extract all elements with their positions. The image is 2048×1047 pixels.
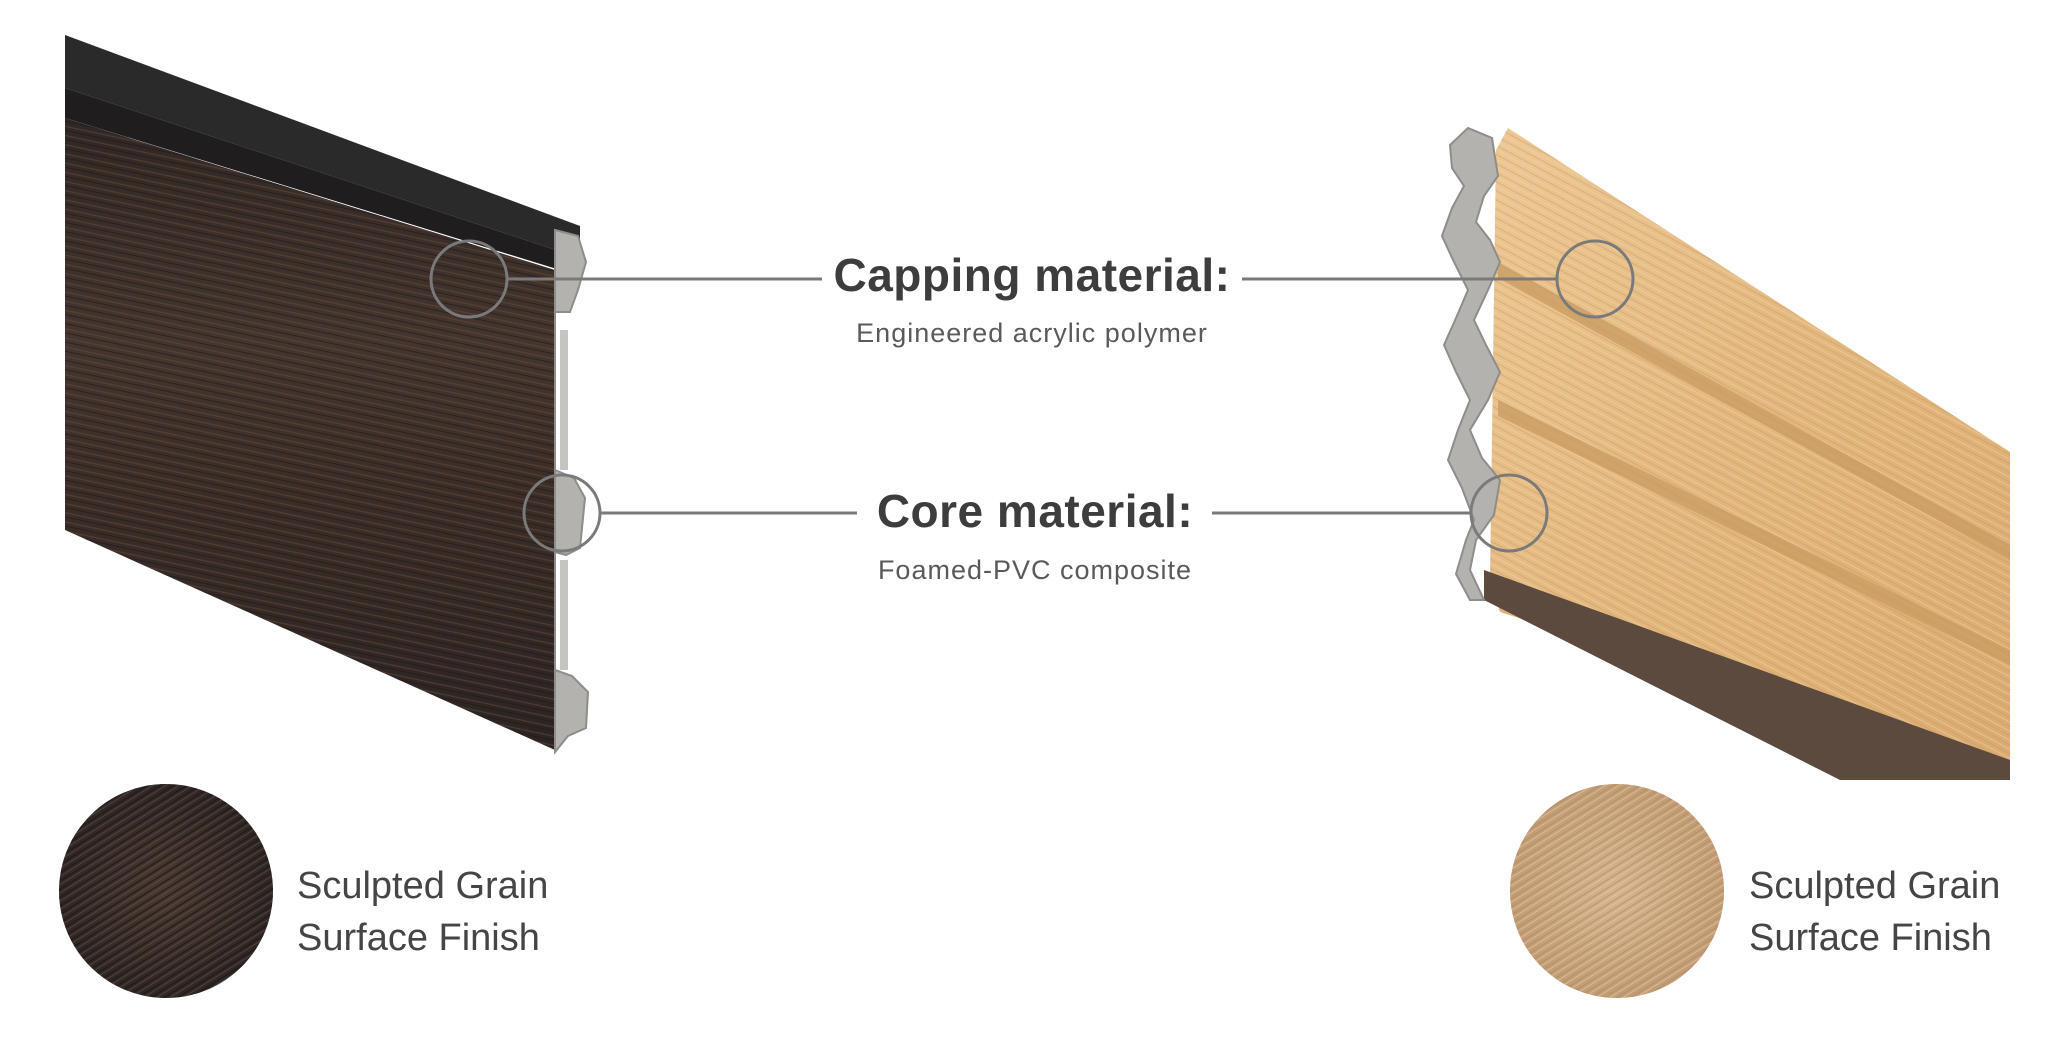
left-swatch-label: Sculpted Grain Surface Finish bbox=[297, 860, 548, 964]
right-swatch-line2: Surface Finish bbox=[1749, 917, 1992, 959]
core-title: Core material: bbox=[876, 485, 1194, 537]
right-swatch-label: Sculpted Grain Surface Finish bbox=[1749, 860, 2000, 964]
core-callout-left bbox=[522, 473, 857, 553]
capping-title: Capping material: bbox=[833, 249, 1231, 301]
dark-board bbox=[65, 35, 590, 755]
right-swatch-line1: Sculpted Grain bbox=[1749, 865, 2001, 907]
capping-callout-right bbox=[1242, 239, 1635, 319]
capping-subtitle: Engineered acrylic polymer bbox=[856, 318, 1208, 348]
core-callout-right bbox=[1212, 473, 1549, 553]
light-board bbox=[1440, 126, 2010, 780]
left-swatch-line1: Sculpted Grain bbox=[297, 865, 549, 907]
left-swatch-line2: Surface Finish bbox=[297, 917, 540, 959]
light-swatch bbox=[1510, 784, 1724, 998]
core-subtitle: Foamed-PVC composite bbox=[877, 555, 1193, 585]
capping-callout-left bbox=[429, 239, 822, 319]
dark-swatch bbox=[59, 784, 273, 998]
